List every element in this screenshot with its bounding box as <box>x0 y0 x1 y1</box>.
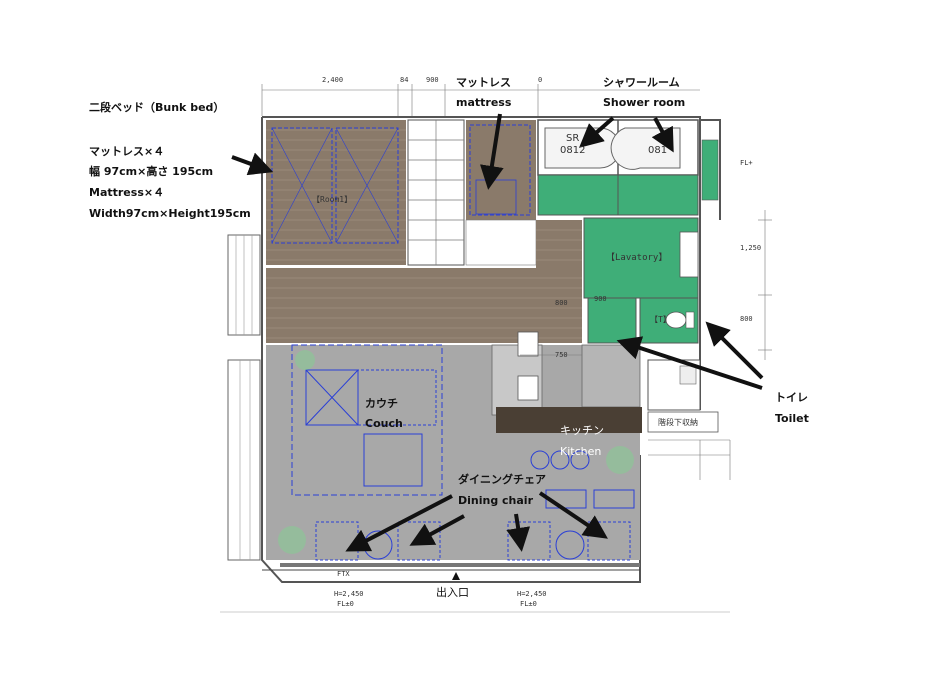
bunk-bed-title: 二段ベッド（Bunk bed） <box>89 101 225 114</box>
bottom-wall <box>220 563 730 613</box>
mattress-label-en: mattress <box>456 96 512 109</box>
mattress-size-jp: 幅 97cm×高さ 195cm <box>89 165 214 178</box>
arrow-mattress <box>479 113 504 190</box>
plant-markers <box>278 350 634 554</box>
dim-2400: 2,400 <box>322 76 344 84</box>
dim-ftx: FTX <box>337 570 350 578</box>
kitchen-label-en: Kitchen <box>560 445 602 458</box>
toilet-room-label: 【T】 <box>650 315 671 324</box>
arrow-dining-4 <box>538 491 608 539</box>
toilet-label-en: Toilet <box>775 412 809 425</box>
under-stairs-label: 階段下収納 <box>658 418 698 427</box>
mattress-size-en: Width97cm×Height195cm <box>89 207 251 220</box>
lavatory <box>583 139 719 344</box>
arrow-shower-left <box>578 116 615 148</box>
dim-900: 900 <box>426 76 439 84</box>
dim-800-mid: 800 <box>555 299 568 307</box>
couch-label-jp: カウチ <box>365 397 398 410</box>
left-exterior-strip <box>227 234 261 561</box>
arrow-dining-3 <box>506 513 531 552</box>
lavatory-label: 【Lavatory】 <box>606 253 668 263</box>
kitchen-label-jp: キッチン <box>560 424 604 437</box>
door-fl-right: FL±0 <box>520 600 537 608</box>
fl-plus-label: FL+ <box>740 159 753 167</box>
dim-800-right: 800 <box>740 315 753 323</box>
arrow-shower-right <box>651 117 674 153</box>
dim-1250: 1,250 <box>740 244 762 252</box>
door-height-left: H=2,450 <box>334 590 364 598</box>
shower-right-number: 081 <box>648 145 668 156</box>
dining-label-jp: ダイニングチェア <box>458 473 546 486</box>
bunk-mattress-right <box>335 127 399 244</box>
utility-box <box>647 359 731 480</box>
annotation-arrows <box>231 113 764 552</box>
shower-sr-label: SR <box>566 133 580 144</box>
shower-label-en: Shower room <box>603 96 686 109</box>
mattress-count-jp: マットレス×４ <box>89 145 165 158</box>
bunk-mattress-left <box>271 127 333 244</box>
arrow-bunk-bed <box>231 152 274 176</box>
dim-84: 84 <box>400 76 409 84</box>
toilet-label-jp: トイレ <box>775 391 808 404</box>
mattress-label-jp: マットレス <box>456 76 511 89</box>
loft-mattress-area <box>465 120 537 266</box>
shower-sr-number: 0812 <box>560 145 586 156</box>
dim-0: 0 <box>538 76 543 84</box>
arrow-toilet-2 <box>705 321 764 380</box>
arrow-toilet-1 <box>616 336 763 390</box>
shower-label-jp: シャワールーム <box>603 76 680 89</box>
kitchen-counter <box>496 407 642 433</box>
room1-floor <box>266 120 406 265</box>
door-height-right: H=2,450 <box>517 590 547 598</box>
mattress-count-en: Mattress×４ <box>89 186 165 199</box>
couch-furniture <box>291 344 443 496</box>
room1-label: 【Room1】 <box>312 195 353 204</box>
arrow-dining-2 <box>409 514 465 546</box>
dim-900-mid: 900 <box>594 295 607 303</box>
dining-label-en: Dining chair <box>458 494 534 507</box>
arrow-dining-1 <box>345 494 453 552</box>
dimension-lines <box>261 84 772 360</box>
couch-label-en: Couch <box>365 417 403 430</box>
wooden-corridor <box>266 220 582 343</box>
shower-rooms <box>537 119 699 216</box>
dim-750: 750 <box>555 351 568 359</box>
door-fl-left: FL±0 <box>337 600 354 608</box>
staircase <box>407 119 465 266</box>
entrance-label: 出入口 <box>436 586 469 599</box>
